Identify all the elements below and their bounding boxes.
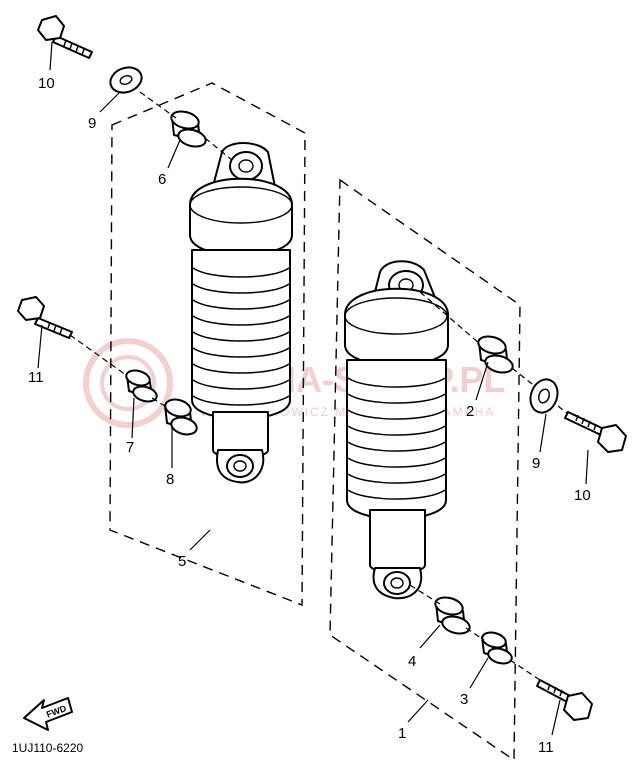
callout-7: 7 — [126, 439, 134, 456]
collar-part-6 — [170, 110, 207, 148]
callout-10-right: 10 — [574, 487, 591, 504]
callout-1: 1 — [398, 725, 406, 742]
callout-4: 4 — [408, 653, 416, 670]
washer-part-9-right — [529, 378, 559, 414]
bolt-part-11-left — [17, 296, 73, 339]
diagram-code: 1UJ110-6220 — [12, 741, 83, 755]
collar-part-7 — [125, 369, 158, 403]
left-shock-absorber — [189, 142, 293, 484]
collar-part-2 — [477, 335, 514, 374]
callout-6: 6 — [158, 171, 166, 188]
forward-direction-arrow: FWD — [23, 697, 73, 731]
alignment-lines — [69, 91, 569, 681]
washer-part-9-left — [109, 66, 143, 94]
bolt-part-10-left — [37, 15, 93, 59]
callout-3: 3 — [460, 691, 468, 708]
right-shock-absorber — [344, 260, 449, 600]
collar-part-4 — [434, 596, 471, 635]
callout-8: 8 — [166, 471, 174, 488]
callout-labels: 10 9 6 11 7 8 5 2 9 10 4 3 1 11 — [28, 75, 591, 756]
assembly-outline-left — [109, 82, 306, 607]
bolt-part-10-right — [564, 411, 627, 453]
callout-9-right: 9 — [532, 455, 540, 472]
collar-part-3 — [481, 631, 513, 665]
callout-10-left: 10 — [38, 75, 55, 92]
collar-part-8 — [164, 398, 198, 436]
callout-11-left: 11 — [28, 369, 44, 386]
callout-5: 5 — [178, 553, 186, 570]
callout-11-right: 11 — [538, 739, 554, 756]
callout-9-left: 9 — [88, 115, 96, 132]
bolt-part-11-right — [536, 679, 593, 721]
leader-lines — [37, 41, 589, 736]
callout-2: 2 — [466, 403, 474, 420]
